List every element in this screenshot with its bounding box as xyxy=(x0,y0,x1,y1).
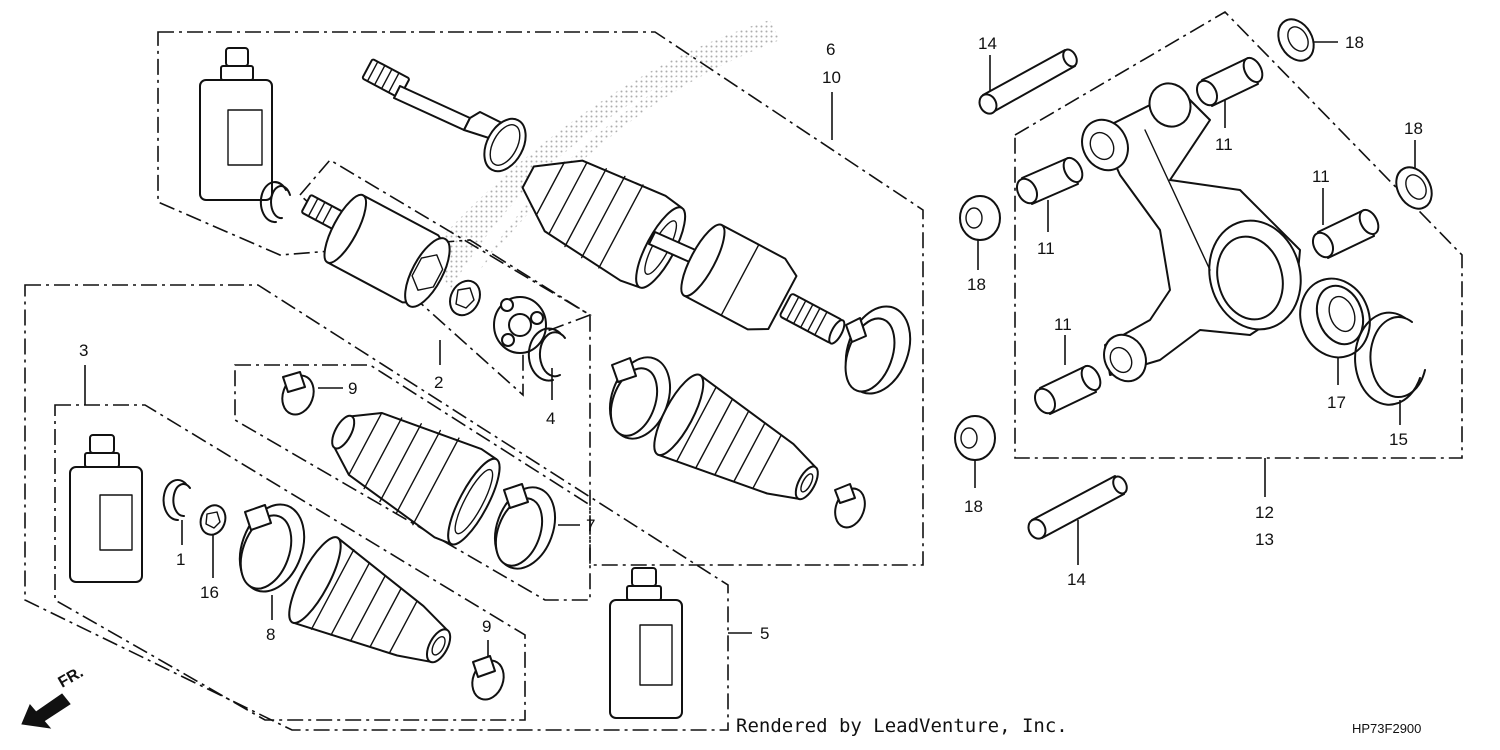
swingarm-knuckle xyxy=(1081,82,1302,383)
dust-seal-18-right xyxy=(1395,166,1433,210)
grease-bottle-bottom xyxy=(609,567,683,719)
outer-boot-3 xyxy=(288,536,452,664)
callout-15: 15 xyxy=(1389,430,1408,449)
group-outline-3 xyxy=(54,404,526,721)
callout-13: 13 xyxy=(1255,530,1274,549)
clamp-large-left xyxy=(609,356,671,440)
front-direction-label: FR. xyxy=(56,664,87,692)
stipple-shading xyxy=(430,20,780,290)
callout-2: 2 xyxy=(434,373,443,392)
outer-boot xyxy=(653,373,819,501)
group-outline-6-10 xyxy=(157,31,924,566)
tripod-bearing xyxy=(493,296,547,354)
callout-11-b: 11 xyxy=(1037,239,1055,258)
dust-seal-18-left-top xyxy=(959,195,1001,241)
group-outline-2 xyxy=(298,158,592,397)
small-clamp-right xyxy=(834,483,866,529)
front-direction-arrow-icon xyxy=(21,693,71,729)
callout-18-right: 18 xyxy=(1404,119,1423,138)
callout-4: 4 xyxy=(546,409,555,428)
pivot-pipe-14-top xyxy=(978,48,1078,115)
callout-18-left-top: 18 xyxy=(967,275,986,294)
callout-14-bottom: 14 xyxy=(1067,570,1086,589)
callout-5: 5 xyxy=(760,624,769,643)
small-clamp-9b xyxy=(471,655,505,701)
bushing-11-c xyxy=(1311,208,1380,259)
callout-10: 10 xyxy=(822,68,841,87)
callout-1: 1 xyxy=(176,550,185,569)
inboard-joint-housing xyxy=(301,193,451,308)
callout-3: 3 xyxy=(79,341,88,360)
callout-8: 8 xyxy=(266,625,275,644)
circlip-15 xyxy=(1354,311,1426,406)
circlip-4 xyxy=(527,327,566,382)
grease-bottle-top xyxy=(199,47,273,201)
inner-boot-7 xyxy=(331,411,501,546)
small-clamp-9a xyxy=(281,371,315,416)
bushing-11-a xyxy=(1195,56,1264,107)
callout-9-upper: 9 xyxy=(348,379,357,398)
bushing-11-d xyxy=(1033,364,1102,415)
callout-12: 12 xyxy=(1255,503,1274,522)
group-outline-5 xyxy=(24,284,729,731)
clamp-7 xyxy=(494,483,556,570)
callout-17: 17 xyxy=(1327,393,1346,412)
callout-11-d: 11 xyxy=(1054,315,1072,334)
clamp-top xyxy=(483,117,527,173)
callout-16: 16 xyxy=(200,583,219,602)
snap-ring-top xyxy=(259,181,291,224)
clamp-large-right xyxy=(844,305,912,395)
group-outline-12-13 xyxy=(1014,10,1463,459)
pivot-pipe-14-bottom xyxy=(1027,475,1128,540)
callout-6: 6 xyxy=(826,40,835,59)
spider-ring xyxy=(449,279,481,317)
dust-seal-18-left-bottom xyxy=(954,415,996,461)
clamp-8 xyxy=(238,503,306,593)
bearing-17 xyxy=(1299,277,1371,359)
diagram-code: HP73F2900 xyxy=(1352,721,1421,736)
drive-shaft-assembly xyxy=(361,58,846,345)
bushing-11-b xyxy=(1015,156,1084,205)
dust-seal-18-top xyxy=(1277,18,1315,62)
callout-11-a: 11 xyxy=(1215,135,1233,154)
grease-bottle-left xyxy=(69,434,143,583)
credit-text: Rendered by LeadVenture, Inc. xyxy=(736,715,1068,737)
callout-7: 7 xyxy=(586,516,595,535)
callout-9-lower: 9 xyxy=(482,617,491,636)
callout-14-top: 14 xyxy=(978,34,997,53)
callout-18-top: 18 xyxy=(1345,33,1364,52)
ring-16 xyxy=(199,504,227,536)
callout-11-c: 11 xyxy=(1312,167,1330,186)
callout-18-left-bottom: 18 xyxy=(964,497,983,516)
circlip-1 xyxy=(162,479,191,522)
